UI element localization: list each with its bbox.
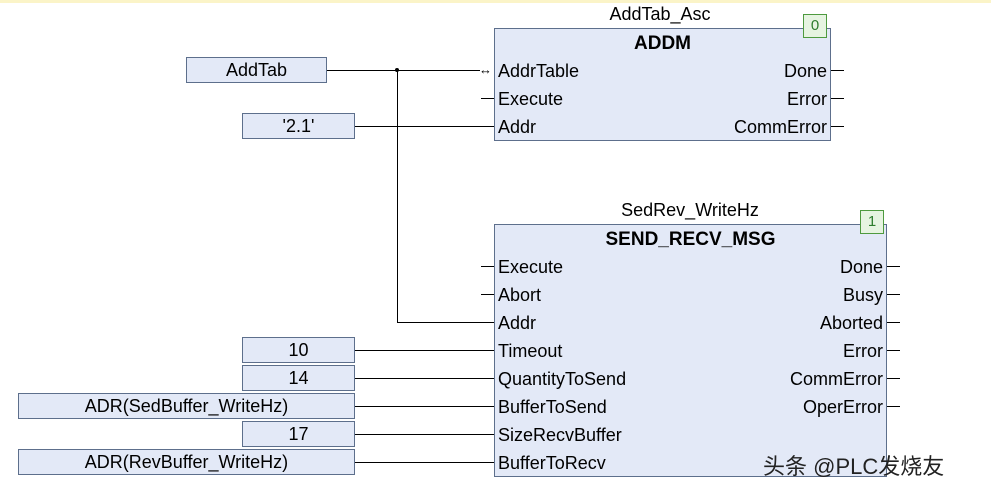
sendrecv-function-block[interactable]: SEND_RECV_MSG Execute Abort Addr Timeout… <box>494 224 887 477</box>
variable-addtab[interactable]: AddTab <box>186 57 327 83</box>
sendrecv-error-stub <box>887 350 900 351</box>
sendrecv-commerror-stub <box>887 378 900 379</box>
sendrecv-type-label: SEND_RECV_MSG <box>605 229 776 250</box>
wire-quantity <box>355 378 494 379</box>
watermark: 头条 @PLC发烧友 <box>763 454 945 479</box>
addm-input-addr[interactable]: Addr <box>498 117 537 137</box>
top-border <box>0 0 991 3</box>
variable-sedbuffer[interactable]: ADR(SedBuffer_WriteHz) <box>18 393 355 419</box>
variable-sizerecv[interactable]: 17 <box>242 421 355 447</box>
sendrecv-input-buffertorecv[interactable]: BufferToRecv <box>498 453 606 473</box>
addm-execution-order-badge: 0 <box>803 14 827 38</box>
sendrecv-instance-name[interactable]: SedRev_WriteHz <box>621 200 759 220</box>
sendrecv-output-error[interactable]: Error <box>843 341 883 361</box>
sendrecv-input-buffertosend[interactable]: BufferToSend <box>498 397 607 417</box>
sendrecv-execute-stub <box>481 266 494 267</box>
wire-addtab-branch-vertical <box>397 70 398 322</box>
wire-timeout <box>355 350 494 351</box>
sendrecv-opererror-stub <box>887 406 900 407</box>
addm-done-stub <box>831 70 844 71</box>
sendrecv-aborted-stub <box>887 322 900 323</box>
addm-output-done[interactable]: Done <box>783 61 827 81</box>
sendrecv-abort-stub <box>481 294 494 295</box>
sendrecv-input-timeout[interactable]: Timeout <box>498 341 563 361</box>
wire-sizerecv <box>355 434 494 435</box>
sendrecv-output-done[interactable]: Done <box>839 257 883 277</box>
sendrecv-output-busy[interactable]: Busy <box>842 285 883 305</box>
addm-output-commerror[interactable]: CommError <box>734 117 827 137</box>
addm-input-addrtable[interactable]: AddrTable <box>498 61 580 81</box>
sendrecv-input-addr[interactable]: Addr <box>498 313 537 333</box>
wire-addtab-to-addrtable <box>327 70 480 71</box>
addm-execute-stub <box>481 98 494 99</box>
sendrecv-input-execute[interactable]: Execute <box>498 257 564 277</box>
wire-revbuffer <box>355 462 494 463</box>
addm-error-stub <box>831 98 844 99</box>
wire-addr-constant <box>355 126 494 127</box>
wire-addtab-to-sendrecv-addr <box>397 322 494 323</box>
sendrecv-input-sizerecvbuffer[interactable]: SizeRecvBuffer <box>498 425 622 445</box>
variable-addr-constant[interactable]: '2.1' <box>242 113 355 139</box>
variable-quantity[interactable]: 14 <box>242 365 355 391</box>
wire-sedbuffer <box>355 406 494 407</box>
sendrecv-output-commerror[interactable]: CommError <box>790 369 883 389</box>
inout-arrow-icon: ↔ <box>479 62 492 77</box>
addm-output-error[interactable]: Error <box>787 89 827 109</box>
sendrecv-input-quantitytosend[interactable]: QuantityToSend <box>498 369 627 389</box>
variable-timeout[interactable]: 10 <box>242 337 355 363</box>
sendrecv-execution-order-badge: 1 <box>860 210 884 234</box>
variable-revbuffer[interactable]: ADR(RevBuffer_WriteHz) <box>18 449 355 475</box>
sendrecv-busy-stub <box>887 294 900 295</box>
addm-function-block[interactable]: ADDM AddrTable Execute Addr Done Error C… <box>494 28 831 141</box>
addm-instance-name[interactable]: AddTab_Asc <box>609 4 711 24</box>
addm-input-execute[interactable]: Execute <box>498 89 564 109</box>
sendrecv-output-aborted[interactable]: Aborted <box>819 313 883 333</box>
sendrecv-output-opererror[interactable]: OperError <box>802 397 883 417</box>
sendrecv-input-abort[interactable]: Abort <box>498 285 542 305</box>
sendrecv-done-stub <box>887 266 900 267</box>
addm-commerror-stub <box>831 126 844 127</box>
addm-type-label: ADDM <box>634 33 691 54</box>
